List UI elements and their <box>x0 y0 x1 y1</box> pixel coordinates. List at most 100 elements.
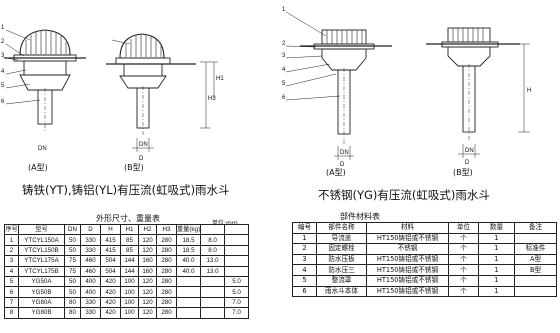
table-cell: 420 <box>100 286 121 298</box>
table-cell: 280 <box>156 265 177 277</box>
table-cell: 144 <box>120 265 139 277</box>
table-cell: B型 <box>514 264 557 276</box>
table-cell: 120 <box>138 296 157 309</box>
table-cell: 80 <box>64 296 81 309</box>
left-callout-1: 1 <box>1 25 5 31</box>
table-cell: 80 <box>64 307 81 319</box>
table-cell: 13.0 <box>200 265 225 277</box>
table-cell: 8.0 <box>200 234 225 246</box>
col-header: 部件名称 <box>316 222 367 234</box>
table-cell: 5 <box>4 275 19 288</box>
col-header: H <box>100 223 121 236</box>
table-cell <box>176 275 201 288</box>
table-cell: 330 <box>80 244 101 257</box>
table-cell: 330 <box>80 307 101 319</box>
table-cell: YG50B <box>18 286 65 298</box>
technical-drawings: 1 2 3 4 5 6 DN DN D H3 H1 1 2 3 4 5 6 DN… <box>1 7 531 177</box>
left-callout-3: 3 <box>1 53 5 59</box>
right-callout-2: 2 <box>282 41 286 47</box>
table-cell: 280 <box>156 286 177 298</box>
col-header: 重量(kg) <box>176 223 201 236</box>
table-cell: 120 <box>138 234 157 246</box>
table-cell: 个 <box>448 285 479 298</box>
table-cell: 75 <box>64 265 81 277</box>
col-header: 数量 <box>478 222 515 234</box>
table-cell: 18.5 <box>176 244 201 257</box>
table-cell: 个 <box>448 232 479 245</box>
table-cell: 防水压三 <box>316 264 367 276</box>
table-cell: 100 <box>120 275 139 288</box>
right-callout-1: 1 <box>282 7 286 13</box>
col-header <box>224 223 249 236</box>
table-cell: 1 <box>4 234 19 246</box>
right-view-a-label: (A型) <box>326 168 346 177</box>
table-cell: 3 <box>292 253 317 266</box>
table-cell <box>514 232 557 245</box>
table-cell: 不锈钢 <box>366 243 449 255</box>
left-view-a-label: (A型) <box>28 163 48 172</box>
table-cell: 504 <box>100 255 121 267</box>
table-cell <box>176 286 201 298</box>
col-header: H3 <box>156 223 177 236</box>
table-cell: 415 <box>100 234 121 246</box>
table-cell: YTCYL150B <box>18 244 65 257</box>
table-cell: 120 <box>138 275 157 288</box>
right-b-dim-d: D <box>465 160 470 166</box>
left-view-b-label: (B型) <box>124 163 144 172</box>
col-header: 编号 <box>292 222 317 234</box>
table-cell: 18.5 <box>176 234 201 246</box>
left-b-dim-d: D <box>139 156 144 162</box>
table-cell: 280 <box>156 255 177 267</box>
left-callout-6: 6 <box>1 99 5 105</box>
table-cell: 85 <box>120 234 139 246</box>
table-cell: 4 <box>4 265 19 277</box>
materials-table-header: 编号 部件名称 材料 单位 数量 备注 <box>292 222 557 234</box>
table-cell: 5.0 <box>224 286 249 298</box>
right-b-dim-dn: DN <box>465 148 474 154</box>
table-cell: 6 <box>292 285 317 298</box>
table-cell: 50 <box>64 275 81 288</box>
table-cell: 3 <box>4 255 19 267</box>
table-cell <box>224 244 249 257</box>
table-cell: YG80B <box>18 307 65 319</box>
table-cell: 50 <box>64 286 81 298</box>
left-a-dim-dn: DN <box>38 146 47 152</box>
table-cell <box>224 265 249 277</box>
table-cell: 420 <box>100 275 121 288</box>
table-cell: HT150铸铝或不锈钢 <box>366 285 449 298</box>
table-cell: 40.0 <box>176 255 201 267</box>
table-cell: 1 <box>478 285 515 298</box>
table-cell: 280 <box>156 234 177 246</box>
table-cell: YTCYL175A <box>18 255 65 267</box>
table-cell: 7.0 <box>224 307 249 319</box>
table-cell: 个 <box>448 243 479 255</box>
right-callout-5: 5 <box>282 81 286 87</box>
col-header <box>200 223 225 236</box>
table-cell: 415 <box>100 244 121 257</box>
table-cell: 1 <box>478 243 515 255</box>
table-cell: 100 <box>120 296 139 309</box>
table-cell: 导流盖 <box>316 232 367 245</box>
col-header: 材料 <box>366 222 449 234</box>
dimension-table-header: 序号 型号 DN D H H1 H2 H3 重量(kg) <box>4 223 249 236</box>
table-cell: 420 <box>100 307 121 319</box>
table-cell: 460 <box>80 255 101 267</box>
table-cell: 400 <box>80 286 101 298</box>
table-cell: 120 <box>138 286 157 298</box>
table-cell <box>176 296 201 309</box>
table-cell: 8.0 <box>200 244 225 257</box>
right-b-dim-h: H <box>527 88 531 94</box>
table-cell: 2 <box>4 244 19 257</box>
table-cell: 1 <box>292 232 317 245</box>
